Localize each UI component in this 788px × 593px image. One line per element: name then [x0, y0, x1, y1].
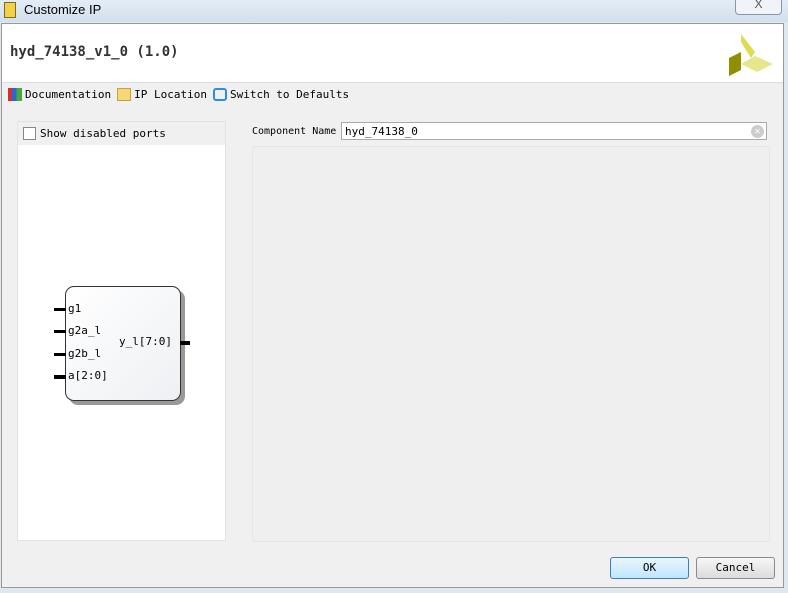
component-name-input[interactable]: hyd_74138_0 ✕ [341, 122, 767, 140]
switch-to-defaults-button[interactable]: Switch to Defaults [212, 88, 350, 101]
refresh-icon [212, 88, 227, 101]
switch-defaults-label: Switch to Defaults [229, 88, 350, 101]
documentation-button[interactable]: Documentation [8, 88, 111, 101]
checkbox-label: Show disabled ports [40, 127, 166, 140]
symbol-panel: Show disabled ports g1 g2a_l g2b_l a[2:0… [17, 121, 226, 541]
port-g1: g1 [68, 302, 82, 315]
parameters-panel [252, 146, 770, 542]
pin [54, 353, 66, 356]
pin [54, 308, 66, 311]
clear-icon[interactable]: ✕ [751, 125, 764, 138]
port-g2a-l: g2a_l [68, 324, 102, 337]
component-name-value: hyd_74138_0 [345, 125, 418, 138]
books-icon [8, 88, 22, 101]
pin [180, 341, 190, 345]
checkbox[interactable] [23, 127, 36, 140]
show-disabled-ports-checkbox[interactable]: Show disabled ports [18, 122, 225, 145]
ip-location-button[interactable]: IP Location [117, 88, 207, 101]
title-bar: Customize IP X [0, 0, 788, 22]
vivado-logo-icon [729, 34, 773, 76]
pin [54, 375, 66, 379]
toolbar: Documentation IP Location Switch to Defa… [8, 88, 349, 101]
header: hyd_74138_v1_0 (1.0) [2, 24, 783, 83]
documentation-label: Documentation [25, 88, 112, 101]
port-y-l: y_l[7:0] [119, 335, 172, 348]
port-a: a[2:0] [68, 369, 108, 382]
dialog: hyd_74138_v1_0 (1.0) Documentation IP Lo… [1, 23, 784, 588]
port-g2b-l: g2b_l [68, 347, 102, 360]
ip-title: hyd_74138_v1_0 (1.0) [10, 44, 179, 60]
pin [54, 330, 66, 333]
ip-location-label: IP Location [134, 88, 207, 101]
folder-icon [117, 88, 132, 101]
ip-symbol: g1 g2a_l g2b_l a[2:0] y_l[7:0] [54, 286, 190, 401]
close-button[interactable]: X [735, 0, 782, 15]
ok-button[interactable]: OK [610, 557, 689, 579]
app-icon [4, 2, 16, 18]
cancel-button[interactable]: Cancel [696, 557, 775, 579]
component-name-label: Component Name [252, 126, 337, 137]
window-title: Customize IP [24, 2, 102, 17]
